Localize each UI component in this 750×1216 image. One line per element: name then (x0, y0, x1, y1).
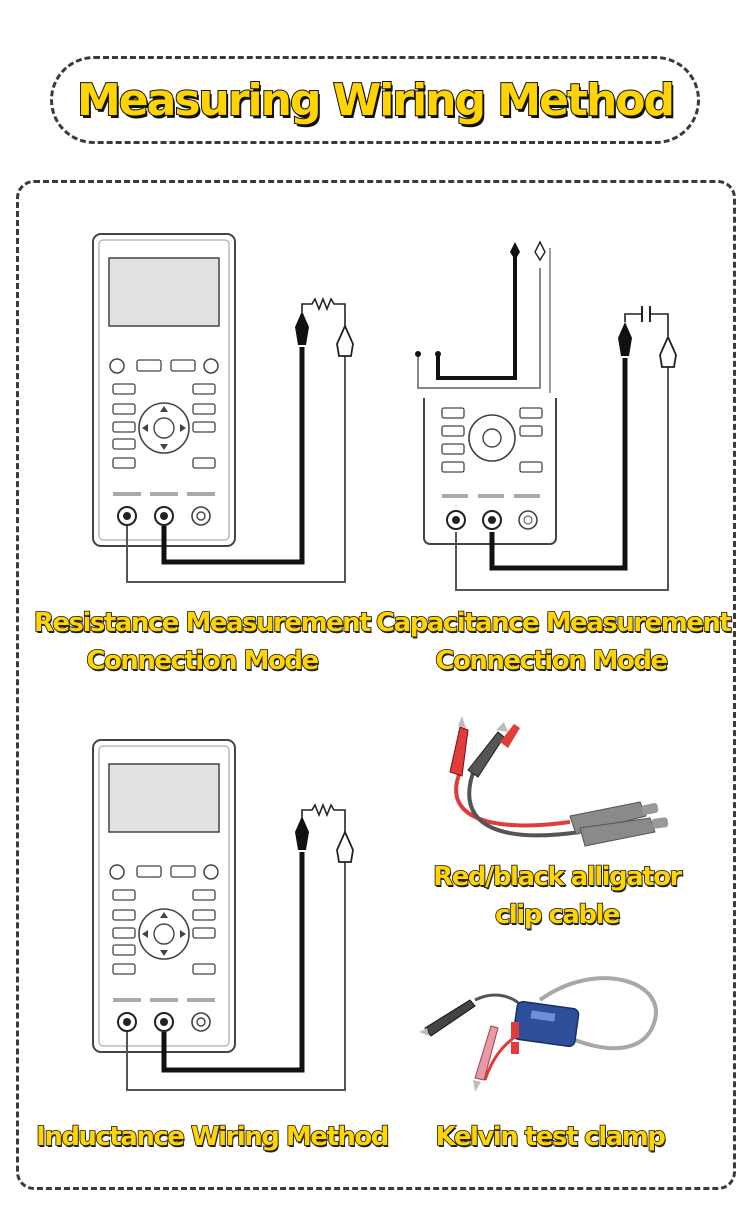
inductance-caption: Inductance Wiring Method (32, 1118, 392, 1156)
kelvin-caption-line1: Kelvin test clamp (435, 1121, 667, 1153)
kelvin-caption: Kelvin test clamp (410, 1118, 690, 1156)
meter-device (441, 407, 543, 530)
meter-device (92, 233, 236, 547)
alligator-caption-line2: clip cable (494, 899, 621, 931)
capacitance-caption-line1: Capacitance Measurement (375, 607, 732, 639)
resistance-caption: Resistance Measurement Connection Mode (32, 604, 372, 680)
alligator-caption-line1: Red/black alligator (432, 861, 683, 893)
inductor-symbol (301, 802, 346, 832)
title-frame: Measuring Wiring Method (50, 56, 700, 144)
kelvin-clamp-icon (419, 976, 658, 1092)
black-probe (295, 311, 309, 345)
inductance-caption-line1: Inductance Wiring Method (35, 1121, 390, 1153)
capacitor-symbol (641, 306, 651, 322)
capacitance-diagram (415, 240, 677, 591)
capacitance-caption-line2: Connection Mode (435, 645, 669, 677)
inductance-diagram (92, 739, 354, 1091)
capacitance-caption: Capacitance Measurement Connection Mode (375, 604, 732, 680)
resistance-caption-line1: Resistance Measurement (33, 607, 372, 639)
white-probe (336, 323, 354, 357)
page-title: Measuring Wiring Method (76, 74, 676, 127)
resistor-symbol (301, 296, 346, 326)
content-frame (16, 180, 736, 1190)
alligator-clip-icon (449, 716, 669, 847)
alligator-caption: Red/black alligator clip cable (412, 858, 702, 934)
resistance-diagram (92, 233, 354, 583)
meter-device (92, 739, 236, 1053)
resistance-caption-line2: Connection Mode (86, 645, 320, 677)
